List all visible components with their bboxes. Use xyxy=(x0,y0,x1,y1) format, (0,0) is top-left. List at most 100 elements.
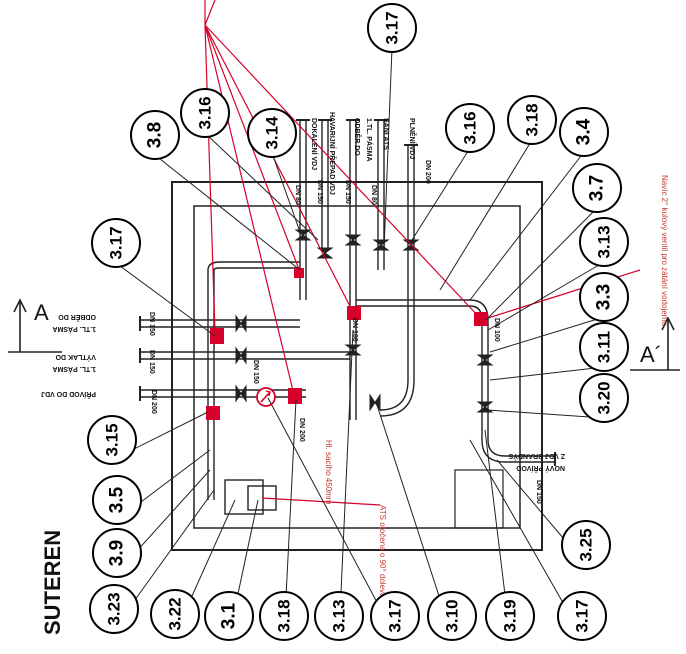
bubble-label: 3.15 xyxy=(103,423,122,456)
bubble-circle xyxy=(92,528,142,578)
pipe-label: DN 150 xyxy=(252,360,259,384)
ref-bubble-b-3-19: 3.19 xyxy=(485,591,535,641)
pipe-label: DN 200 xyxy=(298,418,305,442)
ref-bubble-b-3-13a: 3.13 xyxy=(579,217,629,267)
bubble-circle xyxy=(130,110,180,160)
pipe-label: DN 80 xyxy=(294,185,301,205)
bubble-label: 3.1 xyxy=(219,602,240,629)
pipe-label: NOVÝ PŘÍVOD xyxy=(516,464,565,473)
ref-bubble-b-3-13b: 3.13 xyxy=(314,591,364,641)
bubble-label: 3.14 xyxy=(263,116,282,150)
ref-bubble-b-3-18b: 3.18 xyxy=(259,591,309,641)
bubble-label: 3.18 xyxy=(275,599,294,632)
bubble-label: 3.23 xyxy=(105,592,124,625)
bubble-circle xyxy=(259,591,309,641)
ref-bubble-b-3-20: 3.20 xyxy=(579,373,629,423)
bubble-circle xyxy=(314,591,364,641)
bubble-label: 3.16 xyxy=(196,96,215,129)
ref-bubble-b-3-3: 3.3 xyxy=(579,272,629,322)
bubble-circle xyxy=(579,322,629,372)
bubble-circle xyxy=(557,591,607,641)
bubble-circle xyxy=(204,591,254,641)
ref-bubble-b-3-16b: 3.16 xyxy=(445,103,495,153)
pipe-label: DN 150 xyxy=(148,312,155,336)
bubble-label: 3.16 xyxy=(461,111,480,144)
pipe-label: DN 80 xyxy=(370,185,377,205)
pipe-label: DN 200 xyxy=(150,390,157,414)
pipe-label: DN 100 xyxy=(351,318,358,342)
pump-icon xyxy=(256,387,276,407)
ref-bubble-b-3-1: 3.1 xyxy=(204,591,254,641)
highlighted-fittings xyxy=(206,268,488,420)
ref-bubble-b-3-14: 3.14 xyxy=(247,108,297,158)
annotation-note: Navíc 2° kulový ventil pro zátání vodoje… xyxy=(660,175,669,326)
ref-bubble-b-3-15: 3.15 xyxy=(87,415,137,465)
pipe-label: DOKALENÍ VDJ xyxy=(310,118,319,170)
ref-bubble-b-3-10: 3.10 xyxy=(427,591,477,641)
bubble-label: 3.19 xyxy=(501,599,520,632)
ref-bubble-b-3-17-top: 3.17 xyxy=(367,3,417,53)
ref-bubble-b-3-25: 3.25 xyxy=(561,520,611,570)
ref-bubble-b-3-8: 3.8 xyxy=(130,110,180,160)
pipe-label: 1.TL. PÁSMA xyxy=(52,365,96,374)
section-marker-left xyxy=(8,298,62,353)
bubble-label: 3.11 xyxy=(595,331,614,363)
ref-bubble-b-3-11: 3.11 xyxy=(579,322,629,372)
pipe-label: ODBĚR DO xyxy=(353,118,362,156)
pipe-ends xyxy=(139,119,556,466)
pipe-label: PŘÍVOD DO VDJ xyxy=(41,390,96,399)
bubble-circle xyxy=(427,591,477,641)
bubble-label: 3.17 xyxy=(386,599,405,632)
pipe-label: DN 150 xyxy=(148,350,155,374)
ref-bubble-b-3-7: 3.7 xyxy=(572,163,622,213)
bubble-circle xyxy=(507,95,557,145)
bubble-circle xyxy=(579,373,629,423)
pipe-label: Z VDJ BRANDÝS xyxy=(508,452,565,461)
drawing-title: SUTEREN xyxy=(40,530,65,635)
pipe-label: HAVARIJNÍ PŘEPAD VDJ xyxy=(328,112,337,195)
bubble-label: 3.7 xyxy=(587,175,608,201)
ref-bubble-b-3-17-br: 3.17 xyxy=(557,591,607,641)
bubble-label: 3.17 xyxy=(107,226,126,259)
bubble-circle xyxy=(92,475,142,525)
pipe-label: DN 150 xyxy=(316,180,323,204)
bubble-circle xyxy=(89,584,139,634)
pipe-label: ODBĚR DO xyxy=(58,313,96,322)
bubble-circle xyxy=(87,415,137,465)
pipe-label: DN 100 xyxy=(493,318,500,342)
ref-bubble-b-3-16a: 3.16 xyxy=(180,88,230,138)
pipe-label: DN 200 xyxy=(424,160,431,184)
ref-bubble-b-3-17-left: 3.17 xyxy=(91,218,141,268)
bubble-label: 3.3 xyxy=(594,284,615,310)
bubble-label: 3.20 xyxy=(595,381,614,414)
bubble-label: 3.4 xyxy=(574,118,595,145)
pipe-label-layer: DOKALENÍ VDJ HAVARIJNÍ PŘEPAD VDJ ODBĚR DO… xyxy=(41,112,565,504)
bubble-circle xyxy=(91,218,141,268)
bubble-circle xyxy=(485,591,535,641)
bubble-circle xyxy=(247,108,297,158)
bubble-circle xyxy=(445,103,495,153)
annotation-note: ATS otočena o 90° doleva xyxy=(378,505,387,598)
leader-lines-red xyxy=(204,0,641,506)
section-label-right: A´ xyxy=(640,342,662,367)
ref-bubble-b-3-18a: 3.18 xyxy=(507,95,557,145)
bubble-label: 3.5 xyxy=(107,486,128,513)
ref-bubble-b-3-5: 3.5 xyxy=(92,475,142,525)
room-outline xyxy=(171,181,543,551)
pipe-label: 1.TL. PÁSMA xyxy=(365,118,374,162)
note-layer: ATS otočena o 90° doleva Navíc 2° kulový … xyxy=(324,175,669,598)
bubble-label: 3.10 xyxy=(443,599,462,632)
bubble-label: 3.9 xyxy=(107,540,128,566)
bubble-circle xyxy=(572,163,622,213)
bubble-circle xyxy=(367,3,417,53)
pipe-label: DN 150 xyxy=(344,180,351,204)
valve-symbols xyxy=(235,229,494,413)
bubble-label: 3.13 xyxy=(330,599,349,632)
section-label-left: A xyxy=(34,300,49,325)
bubble-circle xyxy=(579,272,629,322)
pipe-label: SANI ATS xyxy=(382,118,389,150)
ref-bubble-b-3-9: 3.9 xyxy=(92,528,142,578)
bubble-circle xyxy=(180,88,230,138)
pipe-label: 1.TL. PÁSMA xyxy=(52,325,96,334)
